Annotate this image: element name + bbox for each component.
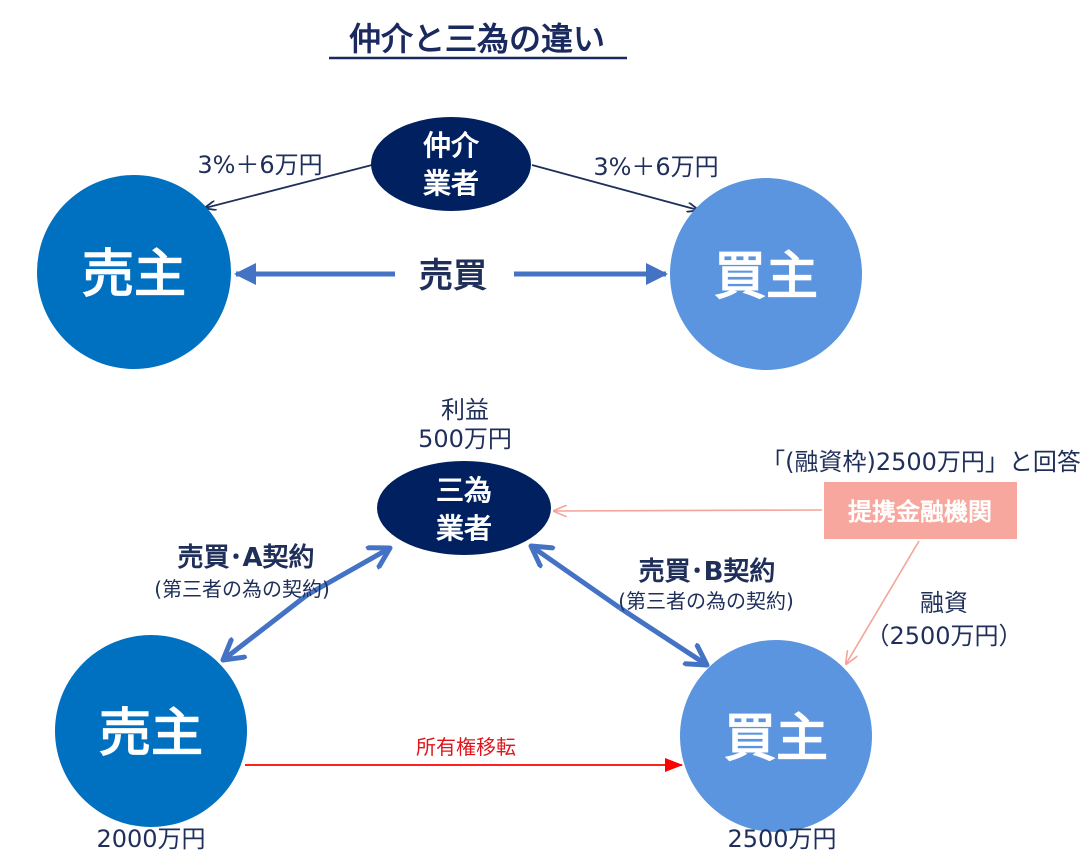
bank-reply-arrow [554, 510, 823, 511]
sanda-seller-label: 売主 [99, 704, 203, 764]
profit-label-line2: 500万円 [418, 425, 512, 453]
sanda-agent-node [377, 461, 551, 555]
contract-a-arrow-agent [305, 548, 390, 598]
contract-a-note: (第三者の為の契約) [154, 577, 330, 601]
loan-label-line1: 融資 [920, 589, 968, 617]
brokerage-agent-line1: 仲介 [423, 129, 480, 162]
sanda-buyer-label: 買主 [724, 709, 828, 769]
fee-arrow-buyer [531, 164, 698, 210]
contract-a-arrow-seller [223, 593, 309, 660]
loan-arrow [846, 540, 920, 664]
contract-b-arrow-agent [531, 546, 622, 611]
ownership-transfer-label: 所有権移転 [416, 735, 516, 759]
bank-box [824, 482, 1017, 539]
bank-label: 提携金融機関 [848, 498, 992, 526]
seller-price-label: 2000万円 [96, 825, 205, 853]
bank-reply-label: 「(融資枠)2500万円」と回答 [761, 448, 1081, 476]
brokerage-section: 3%＋6万円 3%＋6万円 仲介 業者 売主 買主 売買 [37, 117, 862, 370]
brokerage-seller-label: 売主 [82, 245, 186, 305]
fee-arrow-seller [205, 164, 373, 208]
profit-label-line1: 利益 [441, 396, 489, 424]
brokerage-agent-line2: 業者 [423, 167, 479, 200]
loan-label-line2: （2500万円） [865, 622, 1022, 650]
contract-b-arrow-buyer [618, 605, 707, 665]
sanda-section: 利益 500万円 三為 業者 売買･A契約 (第三者の為の契約) 売買･B契約 … [55, 396, 1081, 853]
sanda-buyer-node [680, 640, 872, 832]
diagram-title: 仲介と三為の違い [329, 20, 627, 60]
brokerage-seller-node [37, 175, 231, 369]
sanda-agent-line1: 三為 [436, 474, 492, 507]
brokerage-buyer-node [670, 178, 862, 370]
title-text: 仲介と三為の違い [349, 20, 605, 58]
contract-b-title: 売買･B契約 [639, 556, 776, 587]
brokerage-buyer-label: 買主 [714, 247, 818, 307]
contract-a-title: 売買･A契約 [177, 542, 314, 573]
contract-b-note: (第三者の為の契約) [618, 589, 794, 613]
fee-left-label: 3%＋6万円 [197, 151, 322, 179]
brokerage-agent-node [371, 117, 531, 211]
sanda-agent-line2: 業者 [436, 512, 492, 545]
buyer-price-label: 2500万円 [727, 825, 836, 853]
fee-right-label: 3%＋6万円 [593, 153, 718, 181]
deal-label: 売買 [419, 256, 487, 296]
sanda-seller-node [55, 635, 247, 827]
